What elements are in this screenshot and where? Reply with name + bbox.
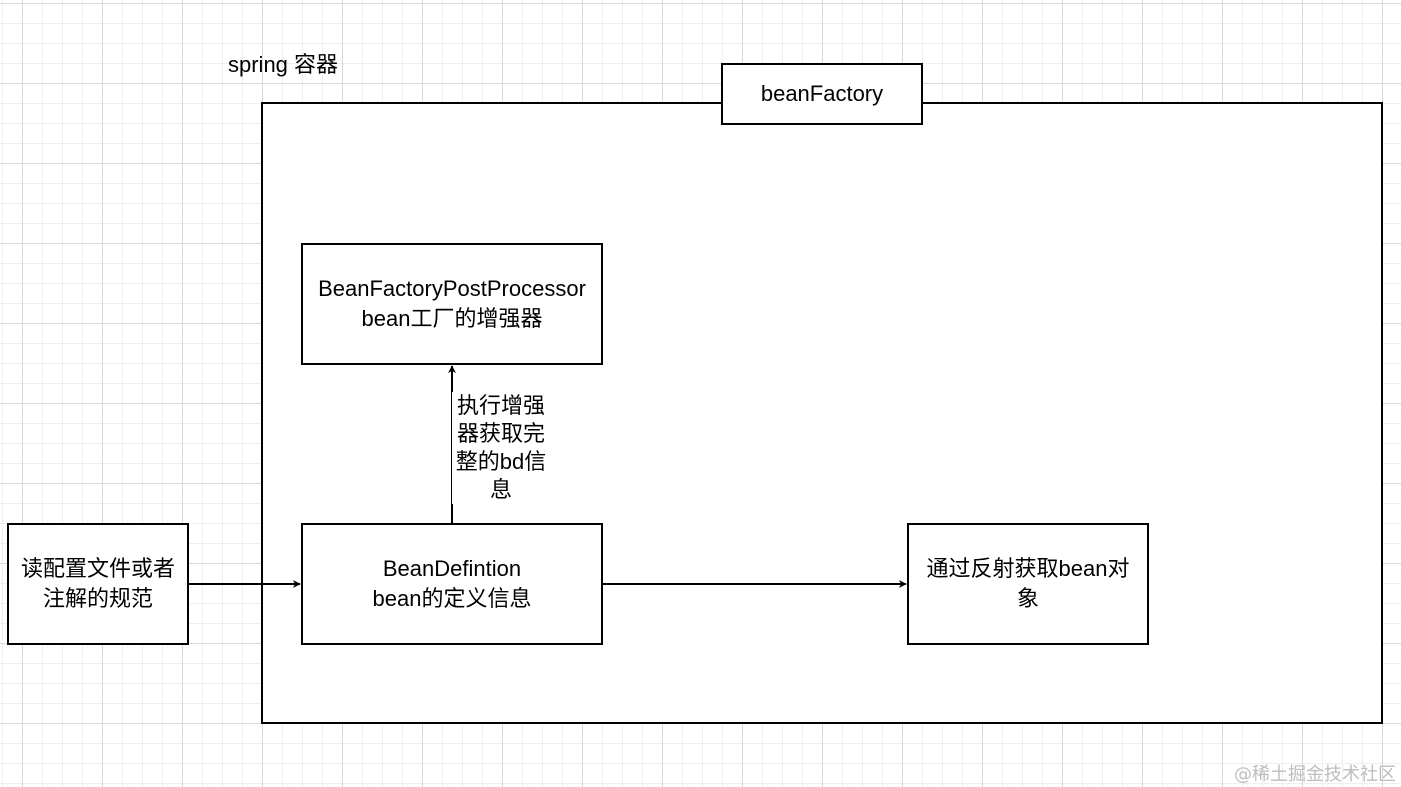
bean-definition-node-line-1: BeanDefintion — [382, 556, 522, 581]
post-processor-node[interactable]: BeanFactoryPostProcessor bean工厂的增强器 — [301, 243, 603, 365]
watermark: @稀土掘金技术社区 — [1234, 764, 1396, 785]
reflection-node[interactable]: 通过反射获取bean对 象 — [907, 523, 1149, 645]
reflection-node-line-1: 通过反射获取bean对 — [926, 556, 1130, 581]
post-processor-node-line-1: BeanFactoryPostProcessor — [318, 276, 586, 301]
edge-label-enhance: 执行增强 器获取完 整的bd信 息 — [452, 392, 550, 504]
reader-node-line-1: 读配置文件或者 — [20, 556, 175, 581]
reader-node[interactable]: 读配置文件或者 注解的规范 — [7, 523, 189, 645]
edge-label-line-2: 器获取完 — [456, 421, 545, 446]
edge-label-line-1: 执行增强 — [456, 393, 545, 418]
edge-label-line-4: 息 — [489, 477, 512, 502]
bean-definition-node[interactable]: BeanDefintion bean的定义信息 — [301, 523, 603, 645]
post-processor-node-line-2: bean工厂的增强器 — [361, 306, 543, 331]
reader-node-line-2: 注解的规范 — [42, 586, 153, 611]
bean-factory-tab-label: beanFactory — [760, 81, 884, 106]
bean-definition-node-line-2: bean的定义信息 — [372, 586, 532, 611]
reflection-node-line-2: 象 — [1016, 586, 1039, 611]
spring-container-title: spring 容器 — [228, 52, 339, 77]
bean-factory-tab[interactable]: beanFactory — [721, 63, 923, 125]
edge-label-line-3: 整的bd信 — [455, 449, 547, 474]
